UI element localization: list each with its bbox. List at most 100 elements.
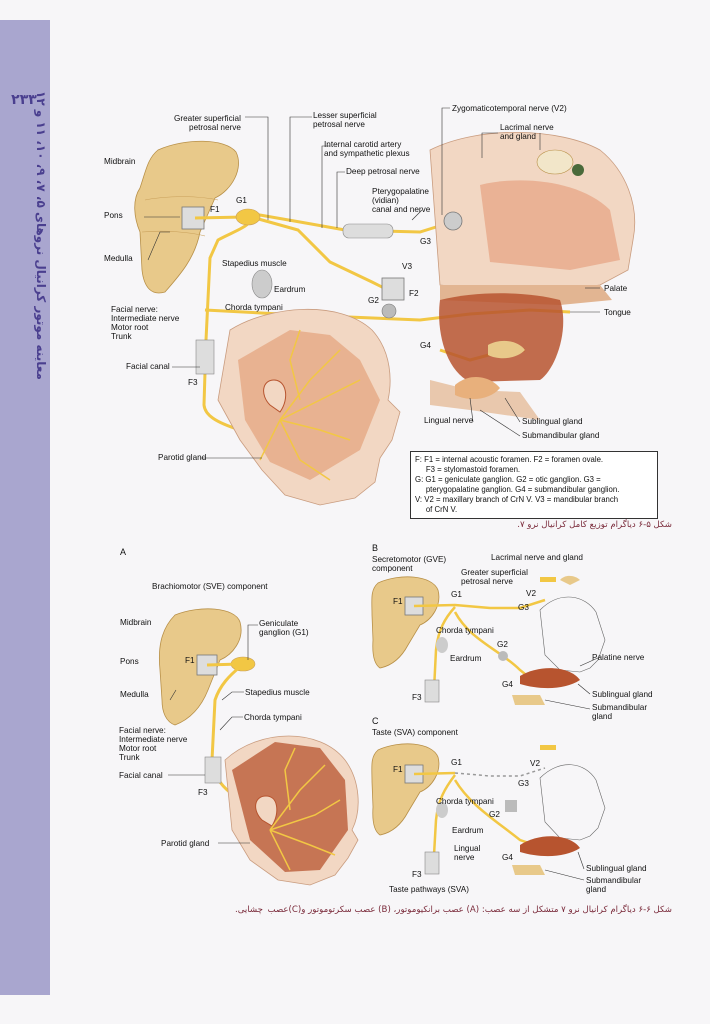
legend-row: V: V2 = maxillary branch of CrN V. V3 = … [415,495,619,504]
panel-b-f1: F1 [393,597,403,606]
panel-b-v2: V2 [526,589,537,598]
label-pterygopalatine: Pterygopalatine (vidian) canal and nerve [372,187,431,214]
panel-c-f1: F1 [393,765,403,774]
panel-c-f3: F3 [412,870,422,879]
panel-c-letter: C [372,716,379,726]
label-parotid: Parotid gland [158,453,207,462]
eardrum-disc [251,269,273,299]
figure-6-caption-line1: شکل ۶-۶ دیاگرام کرانیال نرو ۷ متشکل از س… [267,905,672,915]
panel-b-sublingual: Sublingual gland [592,690,653,699]
figure-5-caption: شکل ۵-۶ دیاگرام توزیع کامل کرانیال نرو ۷… [517,520,672,530]
panel-a-facial-canal: Facial canal [119,771,163,780]
panel-b-palatine: Palatine nerve [592,653,645,662]
legend-row: F: F1 = internal acoustic foramen. F2 = … [415,455,604,464]
legend-row: G: G1 = geniculate ganglion. G2 = otic g… [415,475,601,484]
panel-c-pathways: Taste pathways (SVA) [389,885,469,894]
label-f2: F2 [409,289,419,298]
panel-a-stapedius: Stapedius muscle [245,688,310,697]
panel-a-midbrain: Midbrain [120,618,152,627]
label-zygomaticotemporal: Zygomaticotemporal nerve (V2) [452,104,567,113]
panel-a-parotid: Parotid gland [161,839,210,848]
chapter-side-tab [0,20,50,995]
panel-c-brainstem [371,743,440,836]
panel-c-g2: G2 [489,810,500,819]
panel-c-g1: G1 [451,758,462,767]
panel-b-letter: B [372,543,379,553]
panel-b-chorda: Chorda tympani [436,626,494,635]
page-number: ۲۳۳ [11,92,37,108]
panel-c-sublingual: Sublingual gland [586,864,647,873]
label-submandibular: Submandibular gland [522,431,600,440]
label-f1: F1 [210,205,220,214]
panel-a-pons: Pons [120,657,139,666]
panel-c-submandibular: Submandibular gland [586,876,642,894]
legend-row: of CrN V. [415,505,458,514]
panel-a-title: Brachiomotor (SVE) component [152,582,268,591]
panel-c-eardrum: Eardrum [452,826,484,835]
f2-foramen-box [381,277,405,301]
figure-6-caption-line2: چشایی. [235,905,263,915]
panel-a-medulla: Medulla [120,690,149,699]
panel-a-facial-nerve: Facial nerve: Intermediate nerve Motor r… [119,726,188,762]
panel-c-v2: V2 [530,759,541,768]
panel-a-f3: F3 [198,788,208,797]
panel-b-g1: G1 [451,590,462,599]
panel-b-eardrum: Eardrum [450,654,482,663]
panel-c-g4: G4 [502,853,513,862]
label-f3: F3 [188,378,198,387]
panel-b-title: Secretomotor (GVE) component [372,555,447,573]
panel-a-letter: A [120,547,127,557]
tongue-shape [439,293,564,382]
label-v3: V3 [402,262,413,271]
label-eardrum: Eardrum [274,285,306,294]
g3-ganglion [443,211,463,231]
label-pons: Pons [104,211,123,220]
panel-b-lacrimal: Lacrimal nerve and gland [491,553,583,562]
panel-b-g4: G4 [502,680,513,689]
g1-geniculate [235,208,261,226]
label-g4: G4 [420,341,431,350]
figure-6-leaders [168,624,601,881]
panel-b-brainstem [371,576,440,669]
panel-a-chorda: Chorda tympani [244,713,302,722]
label-medulla: Medulla [104,254,133,263]
panel-b-g2: G2 [497,640,508,649]
label-stapedius: Stapedius muscle [222,259,287,268]
panel-a-f1: F1 [185,656,195,665]
label-midbrain: Midbrain [104,157,136,166]
panel-b-greater: Greater superficial petrosal nerve [461,568,528,586]
figure-5-legend: F: F1 = internal acoustic foramen. F2 = … [410,451,658,519]
facial-canal-tube [195,339,215,375]
label-chorda: Chorda tympani [225,303,283,312]
panel-b-g3: G3 [518,603,529,612]
panel-b-face [539,596,606,673]
panel-b-submandibular: Submandibular gland [592,703,648,721]
label-palate: Palate [604,284,628,293]
panel-c-lingual: Lingual nerve [454,844,481,862]
panel-c-chorda: Chorda tympani [436,797,494,806]
label-greater-superficial: Greater superficial petrosal nerve [174,114,241,132]
eye [536,149,574,175]
figure-5-leaders [144,107,600,459]
label-deep-petrosal: Deep petrosal nerve [346,167,420,176]
panel-a-geniculate: Geniculate ganglion (G1) [259,619,309,637]
label-lingual: Lingual nerve [424,416,474,425]
panel-c-face [539,764,606,841]
label-internal-carotid: Internal carotid artery and sympathetic … [324,140,410,158]
label-facial-nerve: Facial nerve: Intermediate nerve Motor r… [111,305,180,341]
legend-row: pterygopalatine ganglion. G4 = submandib… [415,485,620,494]
label-g1: G1 [236,196,247,205]
legend-row: F3 = stylomastoid foramen. [415,465,521,474]
label-g2: G2 [368,296,379,305]
label-g3: G3 [420,237,431,246]
label-lesser-superficial: Lesser superficial petrosal nerve [313,111,377,129]
label-tongue: Tongue [604,308,631,317]
label-sublingual: Sublingual gland [522,417,583,426]
panel-b-f3: F3 [412,693,422,702]
label-lacrimal: Lacrimal nerve and gland [500,123,554,141]
panel-c-title: Taste (SVA) component [372,728,458,737]
panel-c-g3: G3 [518,779,529,788]
sublingual-gland-shape [455,376,500,400]
